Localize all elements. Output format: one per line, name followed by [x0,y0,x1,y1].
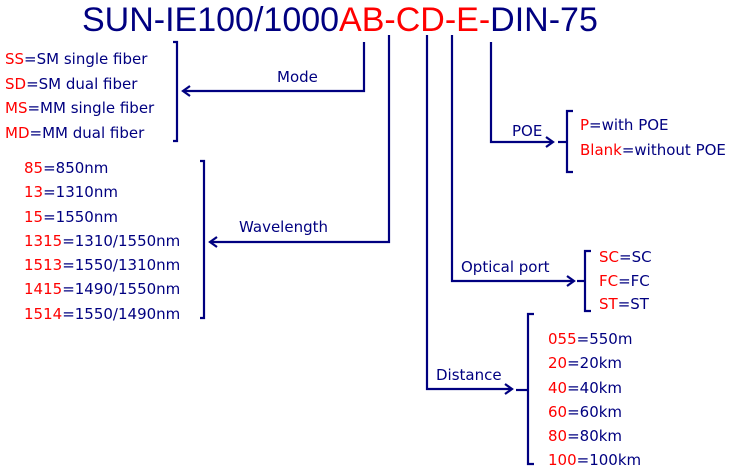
optical-port-connector-line [450,35,574,283]
optical-port-option: ST=ST [599,295,649,313]
distance-options-list: 055=550m 20=20km 40=40km 60=60km 80=80km… [548,327,641,473]
optical-port-arrow-head [566,275,576,287]
mode-option: MS=MM single fiber [5,99,155,117]
wavelength-options-list: 85=850nm 13=1310nm 15=1550nm 1315=1310/1… [24,156,180,326]
mode-options-list: SS=SM single fiber SD=SM dual fiber MS=M… [5,47,154,145]
distance-option: 80=80km [548,427,623,446]
wavelength-option: 1513=1550/1310nm [24,256,181,275]
distance-option: 60=60km [548,402,623,421]
distance-option: 100=100km [548,451,642,470]
distance-option: 055=550m [548,330,633,348]
optical-port-option: SC=SC [599,248,652,266]
optical-port-label: Optical port [461,258,550,276]
mode-option: SD=SM dual fiber [5,74,138,93]
wavelength-option: 13=1310nm [24,183,118,202]
wavelength-option: 85=850nm [24,159,109,177]
title-suffix: DIN-75 [490,1,598,39]
poe-brace [565,109,573,174]
optical-port-option: FC=FC [599,271,650,290]
poe-option: P=with POE [580,116,669,134]
distance-connector-line [425,35,512,391]
mode-label: Mode [277,68,318,86]
wavelength-label: Wavelength [239,218,328,236]
mode-bracket [173,40,179,143]
optical-port-brace [583,249,591,313]
wavelength-option: 1514=1550/1490nm [24,304,181,323]
poe-arrow-head [545,136,555,148]
distance-option: 20=20km [548,354,623,373]
mode-option: SS=SM single fiber [5,50,148,68]
wavelength-option: 15=1550nm [24,207,118,226]
title-prefix: SUN-IE100/1000 [82,1,340,39]
distance-option: 40=40km [548,378,623,397]
wavelength-bracket [200,159,206,320]
optical-port-options-list: SC=SC FC=FC ST=ST [599,246,652,317]
wavelength-arrow-head [208,236,218,248]
poe-label: POE [512,122,543,140]
mode-arrow-head [181,85,191,97]
poe-option: Blank=without POE [580,141,726,159]
model-number-title: SUN-IE100/1000AB-CD-E-DIN-75 [82,0,598,40]
distance-label: Distance [436,366,502,384]
wavelength-option: 1415=1490/1550nm [24,280,181,299]
mode-option: MD=MM dual fiber [5,123,145,142]
wavelength-connector-line [210,35,391,244]
distance-brace [526,312,534,466]
poe-connector-line [489,42,553,144]
mode-connector-line [183,42,366,93]
title-variable-part: AB-CD-E- [339,1,491,39]
poe-options-list: P=with POE Blank=without POE [580,113,726,163]
wavelength-option: 1315=1310/1550nm [24,231,181,250]
distance-arrow-head [504,383,514,395]
